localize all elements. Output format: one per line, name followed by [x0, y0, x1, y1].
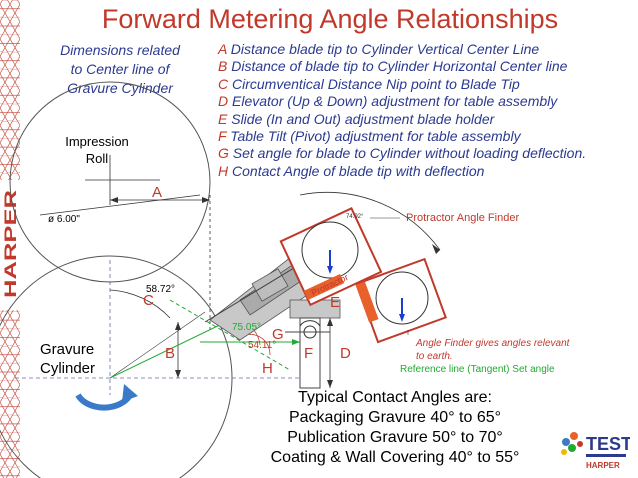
page-title: Forward Metering Angle Relationships — [101, 4, 559, 34]
letter-h: H — [262, 360, 273, 377]
legend-item-e: E Slide (In and Out) adjustment blade ho… — [218, 110, 495, 127]
letter-a: A — [152, 184, 163, 201]
reference-line-label: Reference line (Tangent) Set angle — [400, 364, 555, 375]
gravure-cylinder-circle — [0, 255, 233, 478]
test-logo-text: TEST — [586, 434, 630, 454]
legend-item-b: B Distance of blade tip to Cylinder Hori… — [218, 58, 568, 75]
green-reference-line — [109, 319, 231, 379]
typical-line-coating: Coating & Wall Covering 40° to 55° — [270, 449, 520, 466]
test-logo-subtext: HARPER — [586, 461, 620, 470]
dimensions-note: Dimensions related to Center line of Gra… — [60, 42, 180, 96]
legend-item-f: F Table Tilt (Pivot) adjustment for tabl… — [218, 128, 521, 145]
pivot-icon — [303, 325, 317, 339]
diameter-label: ø 6.00" — [48, 214, 80, 225]
typical-heading: Typical Contact Angles are: — [298, 389, 492, 406]
harper-logo-text: HARPER — [1, 190, 20, 298]
letter-b: B — [165, 345, 176, 362]
legend-item-c: C Circumventical Distance Nip point to B… — [218, 75, 520, 92]
angle-5411-label: 54.11° — [248, 340, 277, 351]
dial-top-reading: 74.92° — [346, 214, 364, 220]
protractor-dial-1 — [279, 207, 383, 307]
typical-line-publication: Publication Gravure 50° to 70° — [287, 429, 503, 446]
protractor-arc — [299, 192, 441, 251]
letter-e: E — [330, 294, 341, 311]
letter-c: C — [143, 292, 154, 309]
diameter-line — [39, 194, 201, 216]
gravure-cylinder-label: Gravure Cylinder — [40, 341, 96, 377]
legend-item-h: H Contact Angle of blade tip with deflec… — [218, 162, 485, 179]
legend-list: A Distance blade tip to Cylinder Vertica… — [218, 41, 586, 180]
angle-5872-label: 58.72° — [146, 284, 176, 295]
typical-line-packaging: Packaging Gravure 40° to 65° — [288, 409, 502, 426]
protractor-finder-label: Protractor Angle Finder — [406, 212, 520, 224]
letter-d: D — [340, 345, 351, 362]
angle-finder-note: Angle Finder gives angles relevant to ea… — [416, 338, 570, 362]
letter-g: G — [272, 326, 284, 343]
angle-arc-5872 — [109, 289, 171, 319]
legend-item-a: A Distance blade tip to Cylinder Vertica… — [218, 41, 540, 57]
test-logo: TEST HARPER — [558, 428, 632, 474]
letter-f: F — [304, 345, 314, 362]
legend-item-d: D Elevator (Up & Down) adjustment for ta… — [218, 93, 558, 110]
angle-7505-label: 75.05° — [232, 322, 262, 333]
protractor-dial-2 — [355, 257, 447, 344]
typical-contact-angles: Typical Contact Angles are: Packaging Gr… — [250, 388, 540, 468]
legend-item-g: G Set angle for blade to Cylinder withou… — [218, 145, 587, 162]
impression-roll-label: Impression Roll — [65, 134, 129, 166]
